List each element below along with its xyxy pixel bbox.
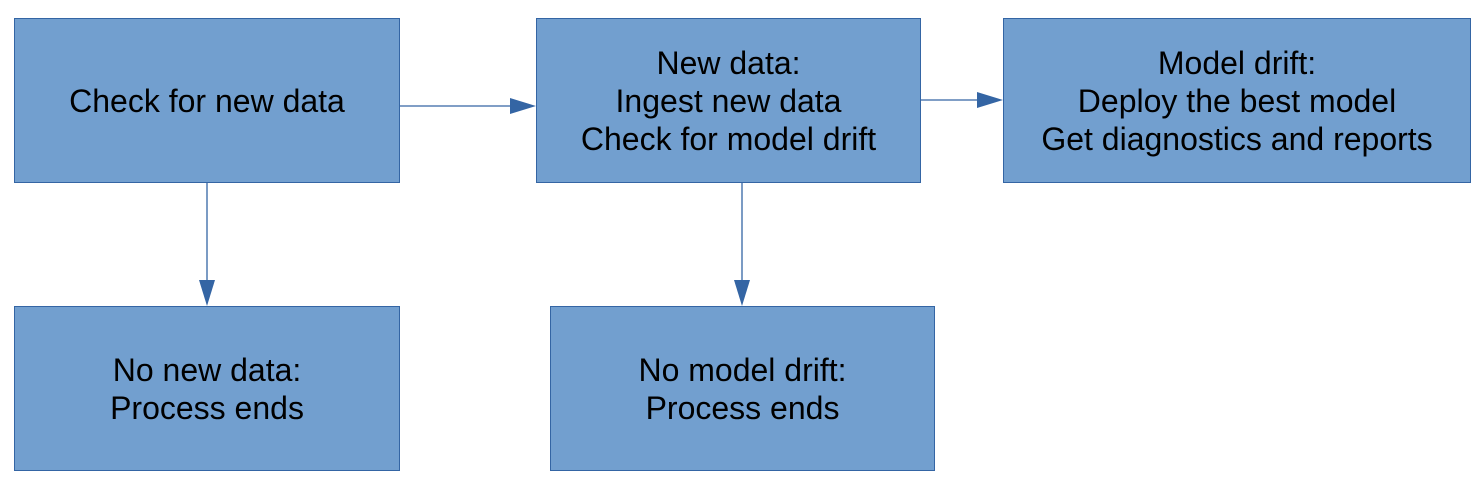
node-label-line: Deploy the best model bbox=[1077, 82, 1397, 119]
node-label-line: Ingest new data bbox=[615, 82, 842, 119]
arrowhead-right-icon bbox=[977, 92, 1003, 108]
node-label-line: No new data: bbox=[112, 351, 302, 388]
node-check-for-new-data: Check for new data bbox=[14, 18, 400, 183]
node-no-new-data: No new data: Process ends bbox=[14, 306, 400, 471]
node-label-line: New data: bbox=[656, 44, 801, 81]
arrowhead-right-icon bbox=[510, 98, 536, 114]
node-label-line: Check for model drift bbox=[580, 120, 877, 157]
node-new-data: New data: Ingest new data Check for mode… bbox=[536, 18, 921, 183]
node-label-line: Check for new data bbox=[69, 82, 345, 119]
node-label-line: Process ends bbox=[110, 389, 304, 426]
arrowhead-down-icon bbox=[734, 280, 750, 306]
node-model-drift: Model drift: Deploy the best model Get d… bbox=[1003, 18, 1471, 183]
node-label-line: Model drift: bbox=[1157, 44, 1317, 81]
node-no-model-drift: No model drift: Process ends bbox=[550, 306, 935, 471]
arrowhead-down-icon bbox=[199, 280, 215, 306]
node-label-line: Process ends bbox=[645, 389, 840, 426]
node-label-line: Get diagnostics and reports bbox=[1041, 120, 1433, 157]
node-label-line: No model drift: bbox=[638, 351, 847, 388]
